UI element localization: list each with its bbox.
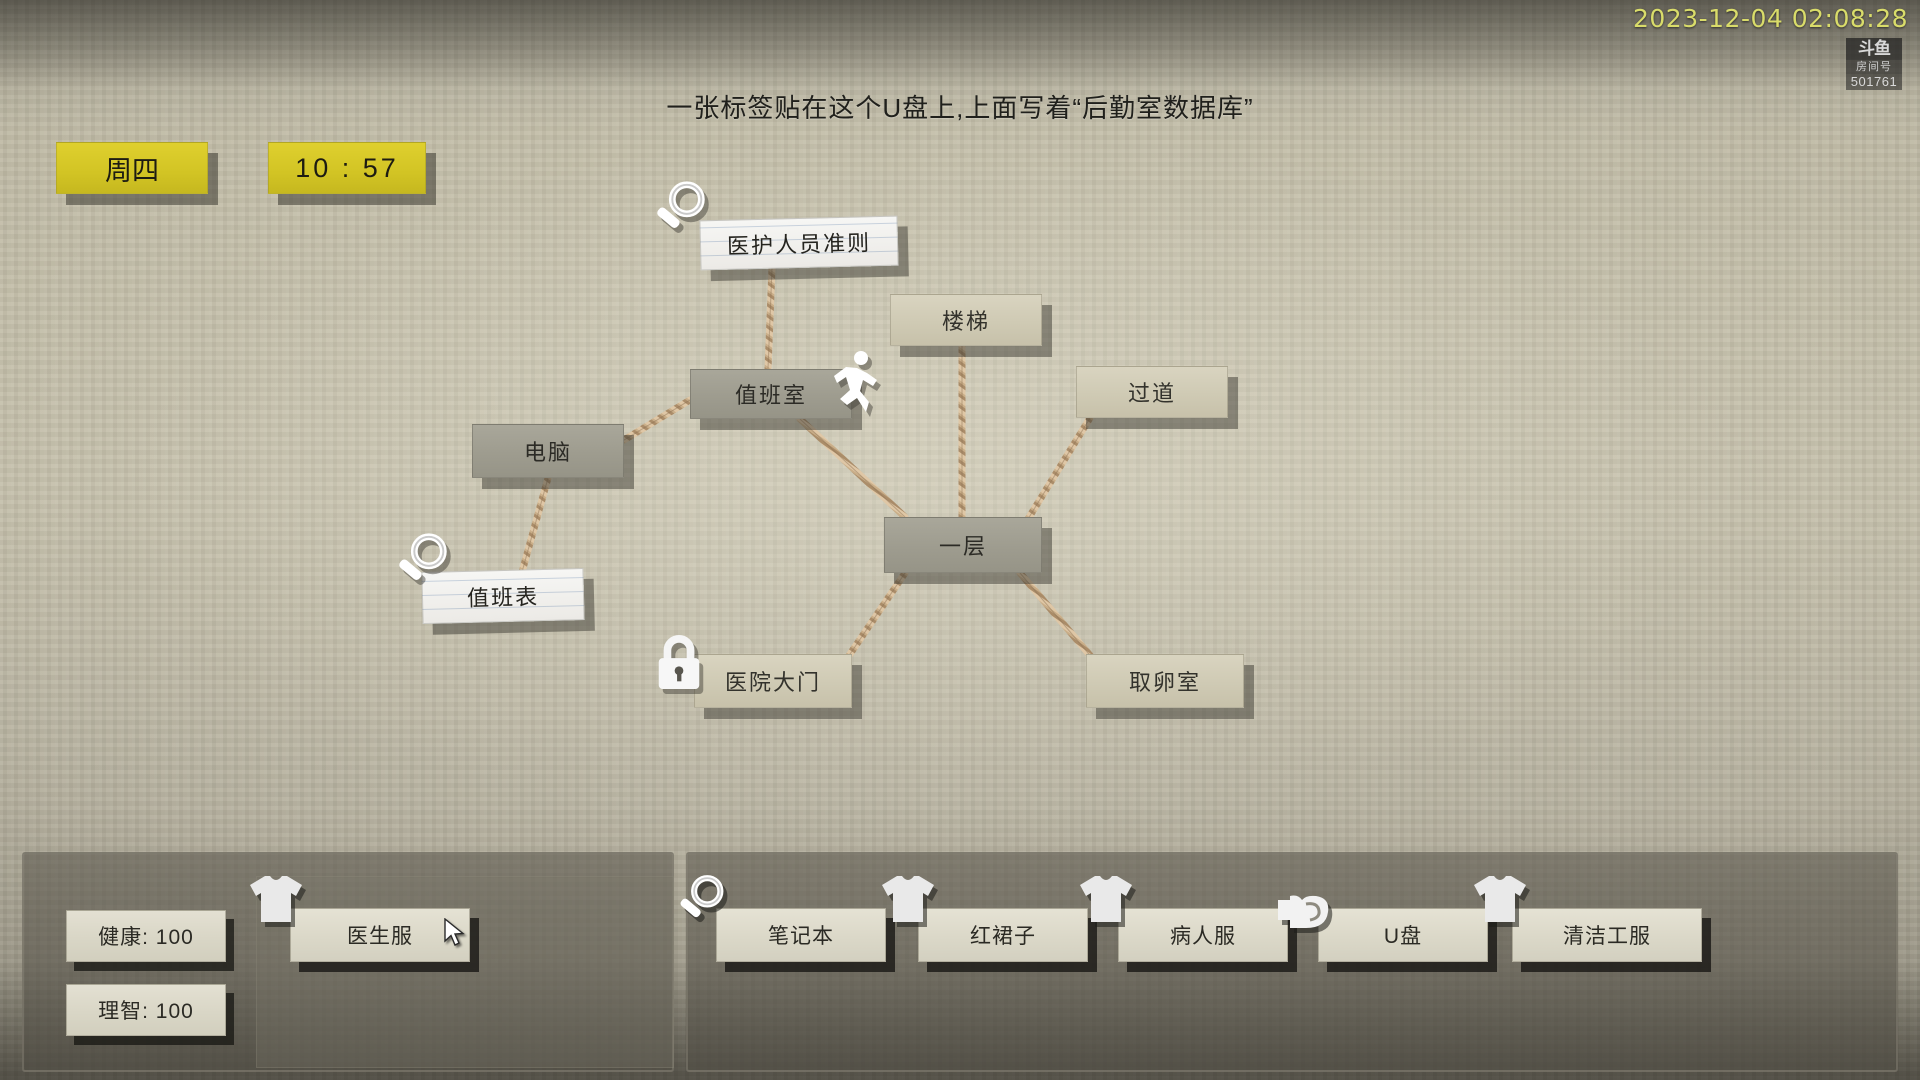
- room-number: 501761: [1846, 74, 1902, 90]
- map-node-computer[interactable]: 电脑: [472, 424, 624, 478]
- equipped-item-doctor-uniform[interactable]: 医生服: [290, 908, 470, 962]
- inventory-item-janitor-uniform[interactable]: 清洁工服: [1512, 908, 1702, 962]
- map-node-corridor[interactable]: 过道: [1076, 366, 1228, 418]
- stream-watermark: 斗鱼 房间号 501761: [1846, 38, 1902, 90]
- douyu-logo: 斗鱼: [1846, 38, 1902, 60]
- equipment-slot-pane[interactable]: [256, 876, 674, 1068]
- stat-health: 健康: 100: [66, 910, 226, 962]
- narration-text: 一张标签贴在这个U盘上,上面写着“后勤室数据库”: [666, 93, 1254, 123]
- stream-timestamp: 2023-12-04 02:08:28: [1632, 4, 1908, 33]
- inventory-item-notebook[interactable]: 笔记本: [716, 908, 886, 962]
- inventory-item-usb-drive[interactable]: U盘: [1318, 908, 1488, 962]
- inventory-item-red-dress[interactable]: 红裙子: [918, 908, 1088, 962]
- map-node-guideline[interactable]: 医护人员准则: [699, 215, 899, 271]
- map-node-gate[interactable]: 医院大门: [694, 654, 852, 708]
- weekday-tag: 周四: [56, 142, 208, 194]
- map-node-floor1[interactable]: 一层: [884, 517, 1042, 573]
- map-node-roster[interactable]: 值班表: [421, 568, 585, 624]
- map-node-eggroom[interactable]: 取卵室: [1086, 654, 1244, 708]
- stat-sanity: 理智: 100: [66, 984, 226, 1036]
- status-panel: [22, 852, 674, 1072]
- map-node-stairs[interactable]: 楼梯: [890, 294, 1042, 346]
- clock-tag: 10 : 57: [268, 142, 426, 194]
- room-label: 房间号: [1846, 60, 1902, 74]
- map-node-dutyroom[interactable]: 值班室: [690, 369, 852, 419]
- inventory-item-patient-gown[interactable]: 病人服: [1118, 908, 1288, 962]
- inventory-panel: [686, 852, 1898, 1072]
